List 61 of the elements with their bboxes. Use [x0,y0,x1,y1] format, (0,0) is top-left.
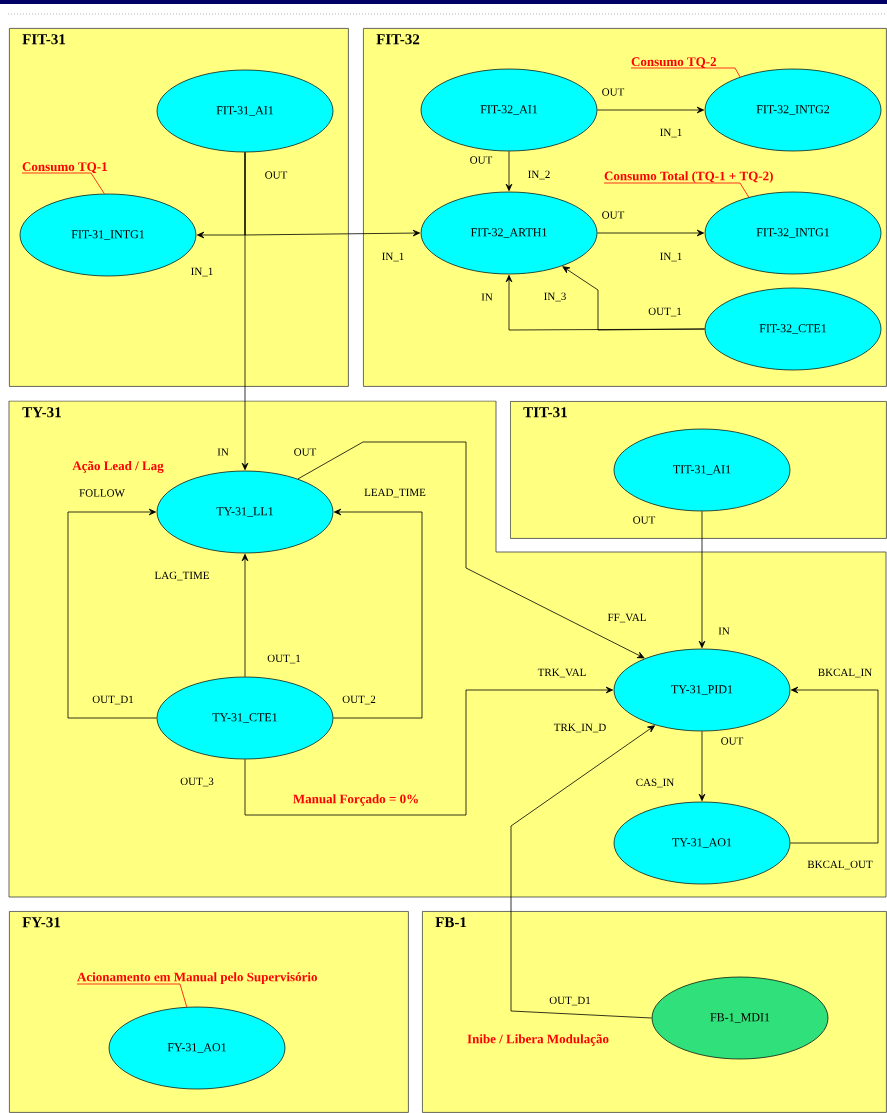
arrow [505,150,513,192]
port-label: LEAD_TIME [364,488,426,498]
port-label: IN_1 [382,252,404,262]
port-label: BKCAL_IN [818,668,872,678]
port-label: OUT [470,156,493,164]
port-label: LAG_TIME [154,571,209,581]
arrow [789,686,879,844]
function-block: FIT-31_AI1 [156,69,334,153]
arrow [596,106,705,114]
port-label: IN [217,448,229,456]
callout-text: Consumo Total (TQ-1 + TQ-2) [604,171,773,183]
callout-text: Consumo TQ-1 [22,162,107,173]
leader-line [603,182,750,198]
leader-line [21,172,105,195]
function-block: FIT-32_INTG1 [704,191,882,275]
port-label: IN [481,293,493,301]
function-block: FIT-32_CTE1 [704,287,882,371]
arrow [698,510,706,649]
function-block: TY-31_CTE1 [156,676,334,760]
arrow [241,553,249,678]
port-label: CAS_IN [636,778,674,788]
arrow [297,441,645,659]
arrow [510,725,655,1019]
function-block: TY-31_PID1 [613,648,791,732]
function-block: TIT-31_AI1 [613,428,791,512]
port-label: OUT [294,448,317,456]
leader-line [630,67,741,78]
annotation-text: Inibe / Libera Modulação [467,1034,609,1046]
port-label: TRK_VAL [537,668,586,678]
port-label: FF_VAL [607,613,646,623]
port-label: OUT_D1 [92,695,134,705]
arrow [596,229,705,237]
function-block: FB-1_MDI1 [651,976,829,1060]
function-block: FIT-32_AI1 [420,68,598,152]
port-label: FOLLOW [79,489,125,497]
port-label: OUT [265,171,288,179]
callout-text: Acionamento em Manual pelo Supervisório [77,972,317,984]
function-block: FY-31_AO1 [108,1006,286,1090]
port-label: OUT_D1 [549,996,591,1006]
arrow [67,508,158,719]
port-label: IN [718,627,730,635]
port-label: IN_3 [544,292,566,302]
annotation-text: Ação Lead / Lag [72,461,164,473]
arrow [241,151,249,471]
port-label: IN_2 [528,170,550,180]
arrow [562,266,706,331]
port-label: OUT_3 [180,777,214,787]
function-block: FIT-32_ARTH1 [420,191,598,275]
callout-text: Consumo TQ-2 [631,57,717,68]
arrow [698,730,706,802]
arrow [244,686,614,816]
arrow [332,508,423,719]
annotation-text: Manual Forçado = 0% [293,794,418,806]
port-label: IN_1 [660,252,682,262]
port-label: OUT_1 [267,654,301,664]
port-label: IN_1 [660,128,682,138]
function-block: FIT-32_INTG2 [704,68,882,152]
leader-line [76,983,188,1008]
port-label: OUT_1 [648,307,682,317]
port-label: BKCAL_OUT [807,860,873,870]
function-block: TY-31_AO1 [613,801,791,885]
